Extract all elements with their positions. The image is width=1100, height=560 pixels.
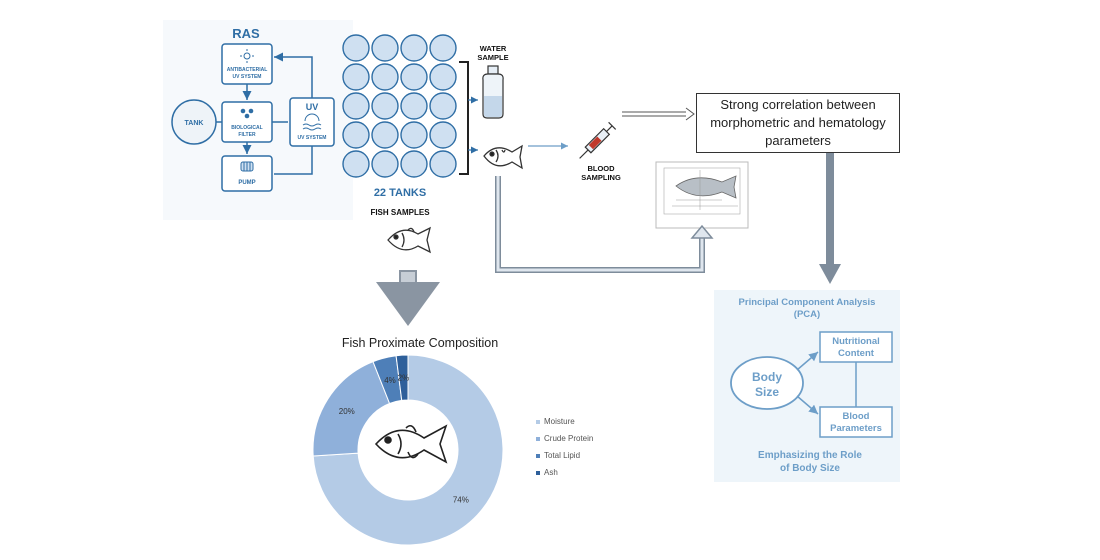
tank-circle-item xyxy=(342,34,370,62)
fish-samples-label: FISH SAMPLES xyxy=(370,208,430,217)
tank-circle-item xyxy=(400,150,428,178)
donut-data-label: 4% xyxy=(384,376,396,385)
legend-label: Moisture xyxy=(544,417,575,426)
ras-connectors xyxy=(216,52,313,175)
tank-circle-item xyxy=(371,150,399,178)
tank-circle-item xyxy=(400,63,428,91)
tank-circle-item xyxy=(400,34,428,62)
tank-circle-item xyxy=(429,92,457,120)
tank-circle-item xyxy=(371,92,399,120)
tank-circle-item xyxy=(400,121,428,149)
uv-waves-icon xyxy=(302,113,322,131)
water-label: WATER xyxy=(480,44,507,53)
tanks-label: 22 TANKS xyxy=(374,187,426,199)
antibacterial-label: ANTIBACTERIAL xyxy=(227,67,268,73)
pca-title-line2: (PCA) xyxy=(794,309,820,320)
pca-title-line1: Principal Component Analysis xyxy=(739,297,876,308)
tank-circle-item xyxy=(429,34,457,62)
fish-to-morphometric-connector-inner xyxy=(496,176,704,272)
tank-circle-item xyxy=(371,121,399,149)
body-size-line2: Size xyxy=(755,385,779,399)
pump-label: PUMP xyxy=(238,180,255,186)
donut-chart xyxy=(312,354,504,546)
tank-label: TANK xyxy=(185,120,204,127)
donut-data-label: 20% xyxy=(339,407,355,416)
tank-circle-item xyxy=(342,63,370,91)
nutritional-content-box xyxy=(819,331,893,363)
nutritional-line1: Nutritional xyxy=(832,336,880,347)
correlation-to-pca-head xyxy=(819,264,841,284)
legend-swatch xyxy=(536,420,540,424)
ras-system: RAS ANTIBACTERIAL UV SYSTEM BIOLOGICAL F… xyxy=(163,20,353,220)
legend-label: Total Lipid xyxy=(544,451,580,460)
tank-circle-item xyxy=(342,150,370,178)
uv-system-label: UV SYSTEM xyxy=(233,74,262,80)
sun-icon xyxy=(240,49,254,63)
chart-title: Fish Proximate Composition xyxy=(342,336,498,350)
nutritional-line2: Content xyxy=(838,348,875,359)
donut-slice-moisture xyxy=(312,354,504,546)
legend-swatch xyxy=(536,471,540,475)
donut-fish-icon xyxy=(374,424,448,464)
tank-circle-item xyxy=(371,34,399,62)
pump-box xyxy=(221,155,273,192)
legend-label: Crude Protein xyxy=(544,434,593,443)
biological-label: BIOLOGICAL xyxy=(231,125,262,131)
legend-swatch xyxy=(536,437,540,441)
donut-data-label: 74% xyxy=(453,496,469,505)
legend-swatch xyxy=(536,454,540,458)
filter-icon xyxy=(240,108,254,119)
pump-icon xyxy=(240,161,254,172)
emphasizing-line1: Emphasizing the Role xyxy=(758,450,862,461)
blood-parameters-box xyxy=(819,406,893,438)
filter-label: FILTER xyxy=(238,132,256,138)
uv-system-sub-label: UV SYSTEM xyxy=(298,135,327,141)
syringe-icon xyxy=(579,121,617,159)
fish-icon-middle xyxy=(483,144,523,170)
blood-to-correlation-arrow xyxy=(622,107,695,121)
body-size-line1: Body xyxy=(752,370,782,384)
tank-circle-item xyxy=(429,63,457,91)
tank-circle-item xyxy=(429,121,457,149)
pca-connectors xyxy=(796,351,857,415)
tank-circle-item xyxy=(400,92,428,120)
donut-slice-ash xyxy=(395,354,409,401)
donut-labels: 74% 20% 4%2% xyxy=(339,374,469,505)
sample-label: SAMPLE xyxy=(477,53,508,62)
fish-samples-icon xyxy=(387,226,431,254)
to-composition-arrow xyxy=(376,270,440,326)
uv-title: UV xyxy=(306,102,319,112)
pca-panel: Principal Component Analysis (PCA) Body … xyxy=(714,290,900,482)
blood-params-line2: Parameters xyxy=(830,423,882,434)
sampling-label: SAMPLING xyxy=(581,173,621,182)
body-size-ellipse xyxy=(730,356,804,410)
tank-circle-item xyxy=(342,92,370,120)
morphometric-image xyxy=(655,161,749,229)
emphasizing-line2: of Body Size xyxy=(780,463,840,474)
tank-circle-item xyxy=(342,121,370,149)
correlation-box: Strong correlation between morphometric … xyxy=(696,93,900,153)
water-bottle-icon xyxy=(482,65,504,119)
fish-to-morphometric-head xyxy=(690,224,714,239)
tank-circle-item xyxy=(429,150,457,178)
ras-title: RAS xyxy=(232,26,260,41)
legend-label: Ash xyxy=(544,468,558,477)
donut-data-label: 2% xyxy=(398,374,410,383)
tanks-grid xyxy=(342,34,457,178)
tanks-bracket xyxy=(459,61,469,175)
tank-circle-item xyxy=(371,63,399,91)
blood-params-line1: Blood xyxy=(843,411,870,422)
blood-label: BLOOD xyxy=(587,164,615,173)
